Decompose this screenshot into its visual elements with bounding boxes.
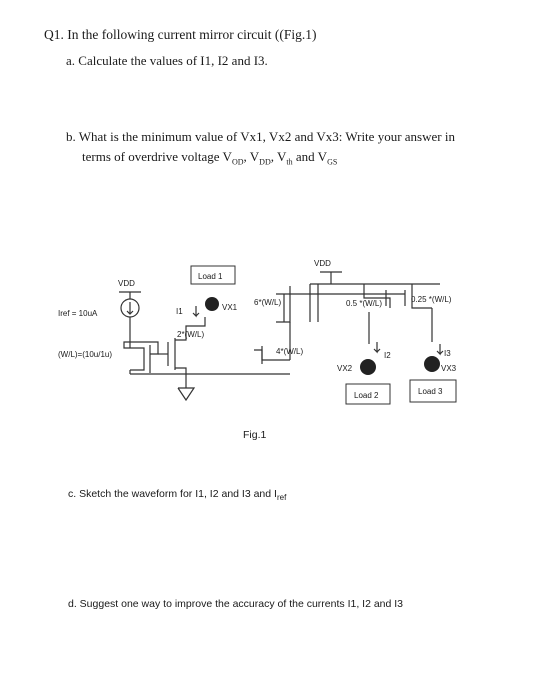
i1-label: I1 <box>176 307 183 316</box>
i2-arrow-icon <box>373 342 381 354</box>
load3-box <box>409 379 457 403</box>
question-part-a: a. Calculate the values of I1, I2 and I3… <box>66 53 268 68</box>
load3-label: Load 3 <box>418 387 443 396</box>
part-b-line2: terms of overdrive voltage VOD, VDD, Vth… <box>82 149 338 167</box>
i1-arrow-icon <box>192 306 200 318</box>
question-part-d: d. Suggest one way to improve the accura… <box>68 598 404 610</box>
vdd-right-label: VDD <box>314 259 331 268</box>
wl-m1-label: 2*(W/L) <box>177 330 204 339</box>
load1-box <box>190 265 236 285</box>
part-b-line1: b. What is the minimum value of Vx1, Vx2… <box>66 129 455 144</box>
wl-m6-label: 6*(W/L) <box>254 298 281 307</box>
wl-m025-label: 0.25 *(W/L) <box>411 295 452 304</box>
vx3-node <box>424 356 440 372</box>
i3-arrow-icon <box>436 344 444 356</box>
vx1-label: VX1 <box>222 303 238 312</box>
vx2-label: VX2 <box>337 364 353 373</box>
vdd-left-label: VDD <box>118 279 135 288</box>
current-mirror-schematic: VDD Iref = 10uA (W/L)=(10u/1u) 2*(W/L) I… <box>58 259 457 405</box>
vx2-node <box>360 359 376 375</box>
i3-label: I3 <box>444 349 451 358</box>
figure-caption: Fig.1 <box>243 429 267 441</box>
vx3-label: VX3 <box>441 364 457 373</box>
load2-label: Load 2 <box>354 391 379 400</box>
ground-icon <box>177 387 196 402</box>
wl-ref-label: (W/L)=(10u/1u) <box>58 350 112 359</box>
i2-label: I2 <box>384 351 391 360</box>
vx1-node <box>205 297 219 311</box>
load1-label: Load 1 <box>198 272 223 281</box>
wl-m05-label: 0.5 *(W/L) <box>346 299 382 308</box>
load2-box <box>345 383 391 405</box>
question-part-c: c. Sketch the waveform for I1, I2 and I3… <box>68 488 287 503</box>
question-title: Q1. In the following current mirror circ… <box>44 27 317 42</box>
iref-label: Iref = 10uA <box>58 309 98 318</box>
question-part-b: b. What is the minimum value of Vx1, Vx2… <box>66 127 455 173</box>
